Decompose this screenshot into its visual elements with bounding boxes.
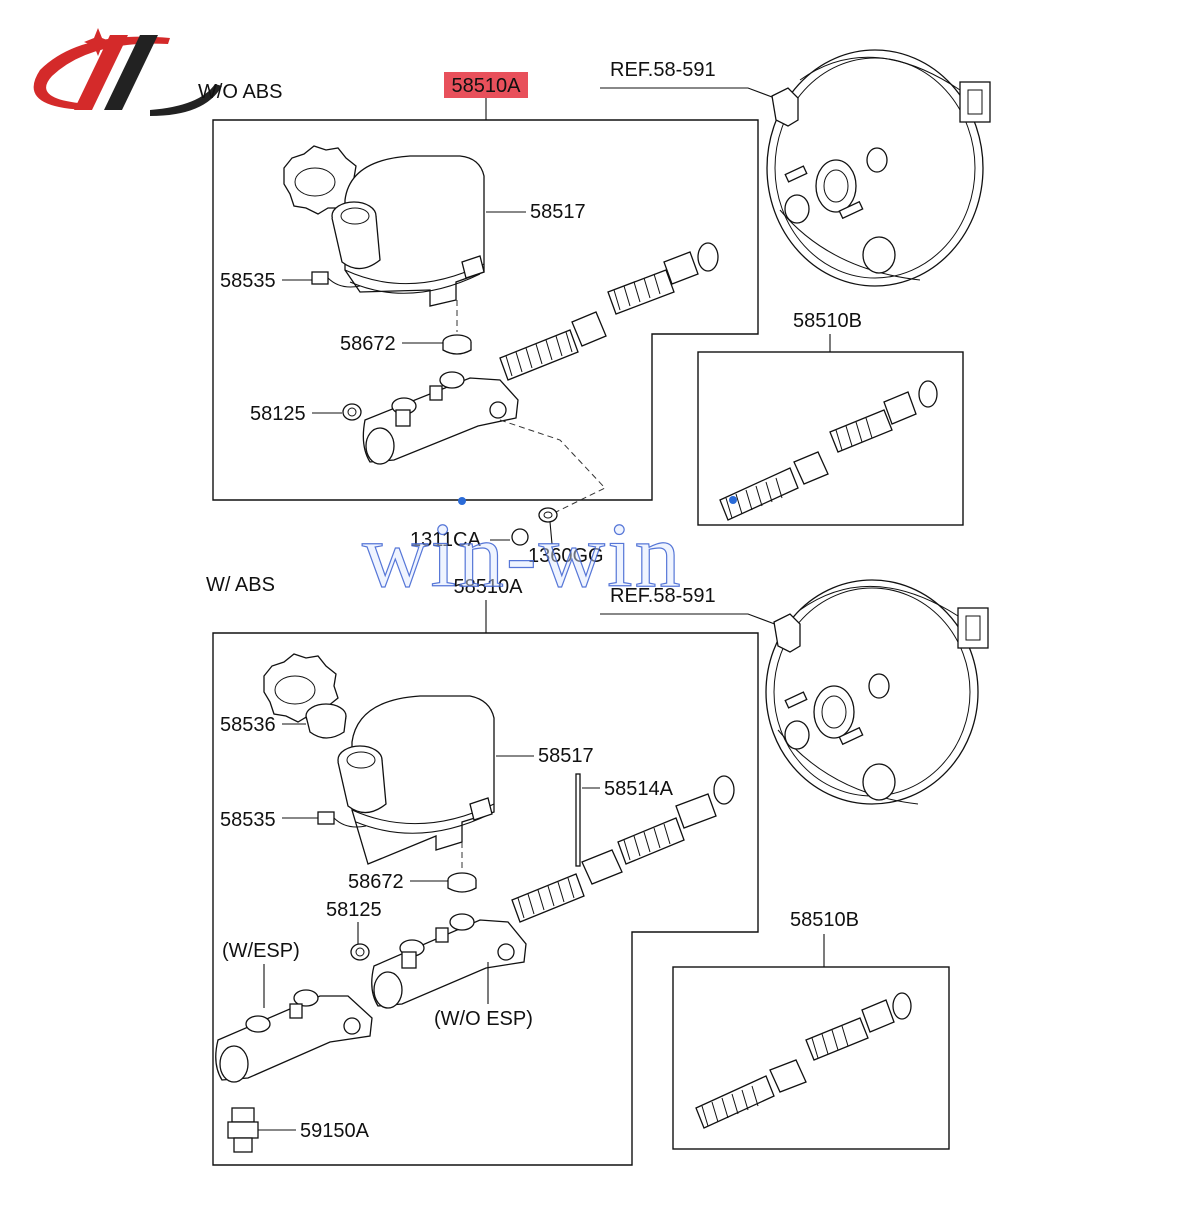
master-cylinder-lower-w-esp bbox=[215, 989, 373, 1083]
upper-section: W/O ABS 58510A REF.58-591 bbox=[198, 49, 991, 567]
label-1311CA: 1311CA bbox=[410, 529, 481, 551]
ref-label-lower: REF.58-591 bbox=[610, 585, 716, 607]
label-58672-upper: 58672 bbox=[340, 333, 396, 355]
assembly-number-upper: 58510A bbox=[452, 75, 522, 97]
ref-label-upper: REF.58-591 bbox=[610, 59, 716, 81]
label-59150A: 59150A bbox=[300, 1120, 370, 1142]
label-wo-esp: (W/O ESP) bbox=[434, 1008, 533, 1030]
washer-1360GG bbox=[538, 507, 558, 523]
reservoir-lower bbox=[337, 695, 495, 865]
pressure-switch-59150A bbox=[227, 1107, 259, 1153]
label-58535-lower: 58535 bbox=[220, 809, 276, 831]
label-58510B-lower: 58510B bbox=[790, 909, 859, 931]
grommet-lower bbox=[447, 872, 477, 893]
section-title-w-abs: W/ ABS bbox=[206, 574, 275, 596]
label-58125-lower: 58125 bbox=[326, 899, 382, 921]
label-58535-upper: 58535 bbox=[220, 270, 276, 292]
label-58536: 58536 bbox=[220, 714, 276, 736]
repair-kit-parts-lower bbox=[695, 992, 912, 1129]
repair-kit-box-lower bbox=[672, 966, 950, 1150]
label-58125-upper: 58125 bbox=[250, 403, 306, 425]
grommet-small-lower bbox=[350, 943, 370, 961]
piston-springs-upper bbox=[499, 242, 719, 381]
lower-section: W/ ABS 58510A REF.58-591 bbox=[206, 574, 989, 1166]
assembly-highlight bbox=[444, 72, 528, 98]
label-58514A: 58514A bbox=[604, 778, 674, 800]
nut-1311CA bbox=[511, 528, 529, 546]
label-58517-lower: 58517 bbox=[538, 745, 594, 767]
label-w-esp: (W/ESP) bbox=[222, 940, 300, 962]
brand-logo bbox=[33, 28, 222, 116]
piston-springs-lower bbox=[511, 775, 735, 923]
grommet-small-upper bbox=[342, 403, 362, 421]
marker-dot-upper bbox=[458, 497, 466, 505]
assembly-number-lower: 58510A bbox=[454, 576, 524, 598]
brake-booster-lower bbox=[765, 579, 989, 805]
master-cylinder-upper bbox=[362, 371, 519, 465]
assembly-box-lower bbox=[212, 632, 759, 1166]
reservoir-upper bbox=[331, 155, 485, 307]
label-58672-lower: 58672 bbox=[348, 871, 404, 893]
assembly-box-upper bbox=[212, 119, 759, 501]
grommet-upper bbox=[442, 334, 472, 355]
master-cylinder-lower-wo-esp bbox=[371, 913, 527, 1009]
repair-kit-box-upper bbox=[697, 351, 964, 526]
cap-seal-lower bbox=[305, 703, 347, 739]
label-58517-upper: 58517 bbox=[530, 201, 586, 223]
brake-booster-upper bbox=[766, 49, 991, 287]
pin-58514A bbox=[575, 773, 581, 867]
marker-dot-kit bbox=[729, 496, 737, 504]
watermark-text: win-win bbox=[362, 504, 683, 606]
level-sensor-upper bbox=[311, 271, 361, 288]
label-1360GG: 1360GG bbox=[528, 545, 604, 567]
section-title-wo-abs: W/O ABS bbox=[198, 81, 282, 103]
repair-kit-parts-upper bbox=[719, 380, 938, 521]
label-58510B-upper: 58510B bbox=[793, 310, 862, 332]
